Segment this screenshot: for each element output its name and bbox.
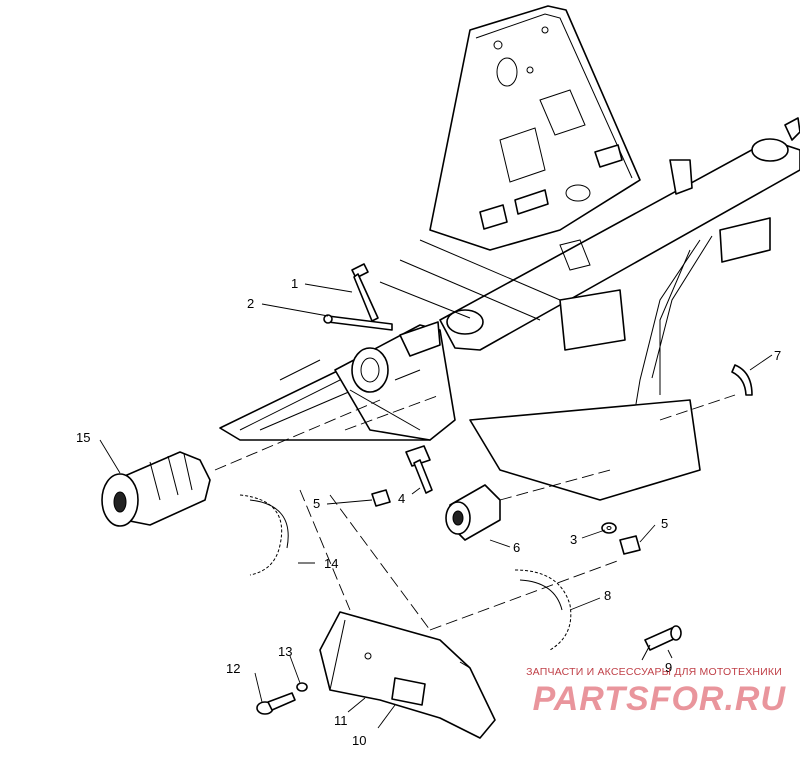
- callout-14: 14: [324, 556, 338, 571]
- engine-mount-bracket: [334, 321, 456, 441]
- part-12-bolt: [256, 692, 296, 715]
- leader-lines: [99, 283, 773, 729]
- callout-2: 2: [247, 296, 254, 311]
- part-2-pin: [323, 314, 393, 331]
- part-13-washer: [296, 682, 308, 692]
- part-4-bolt: [405, 445, 433, 494]
- callout-8: 8: [604, 588, 611, 603]
- callout-13: 13: [278, 644, 292, 659]
- assembly-lines: [214, 394, 736, 631]
- part-1-bolt: [351, 263, 379, 322]
- frame-bulkhead: [429, 5, 641, 251]
- part-14-chain: [239, 494, 289, 576]
- callout-1: 1: [291, 276, 298, 291]
- callout-12: 12: [226, 661, 240, 676]
- callout-6: 6: [513, 540, 520, 555]
- watermark-logo: PARTSFOR.RU: [532, 680, 786, 718]
- part-10-11-chain-guard: [319, 611, 496, 739]
- callout-15: 15: [76, 430, 90, 445]
- part-5-nut-right: [619, 535, 641, 555]
- part-9-bolt: [641, 625, 682, 661]
- watermark-tagline: ЗАПЧАСТИ И АКСЕССУАРЫ ДЛЯ МОТОТЕХНИКИ: [526, 666, 782, 678]
- part-3-washer: [601, 522, 617, 534]
- callout-11: 11: [334, 713, 348, 728]
- part-15-roller: [101, 451, 211, 527]
- part-7-clip: [731, 364, 753, 396]
- callout-3: 3: [570, 532, 577, 547]
- frame-rails: [379, 117, 800, 501]
- part-6-rubber-mount: [445, 484, 501, 541]
- part-5-nut-left: [371, 489, 391, 507]
- part-8-chain: [514, 569, 572, 651]
- callout-5-left: 5: [313, 496, 320, 511]
- callout-9: 9: [665, 660, 672, 675]
- callouts: 1 2 3 4 5 5 6 7 8 9 10 11 12 13 14 15: [76, 276, 781, 748]
- callout-10: 10: [352, 733, 366, 748]
- callout-4: 4: [398, 491, 405, 506]
- callout-7: 7: [774, 348, 781, 363]
- callout-5-right: 5: [661, 516, 668, 531]
